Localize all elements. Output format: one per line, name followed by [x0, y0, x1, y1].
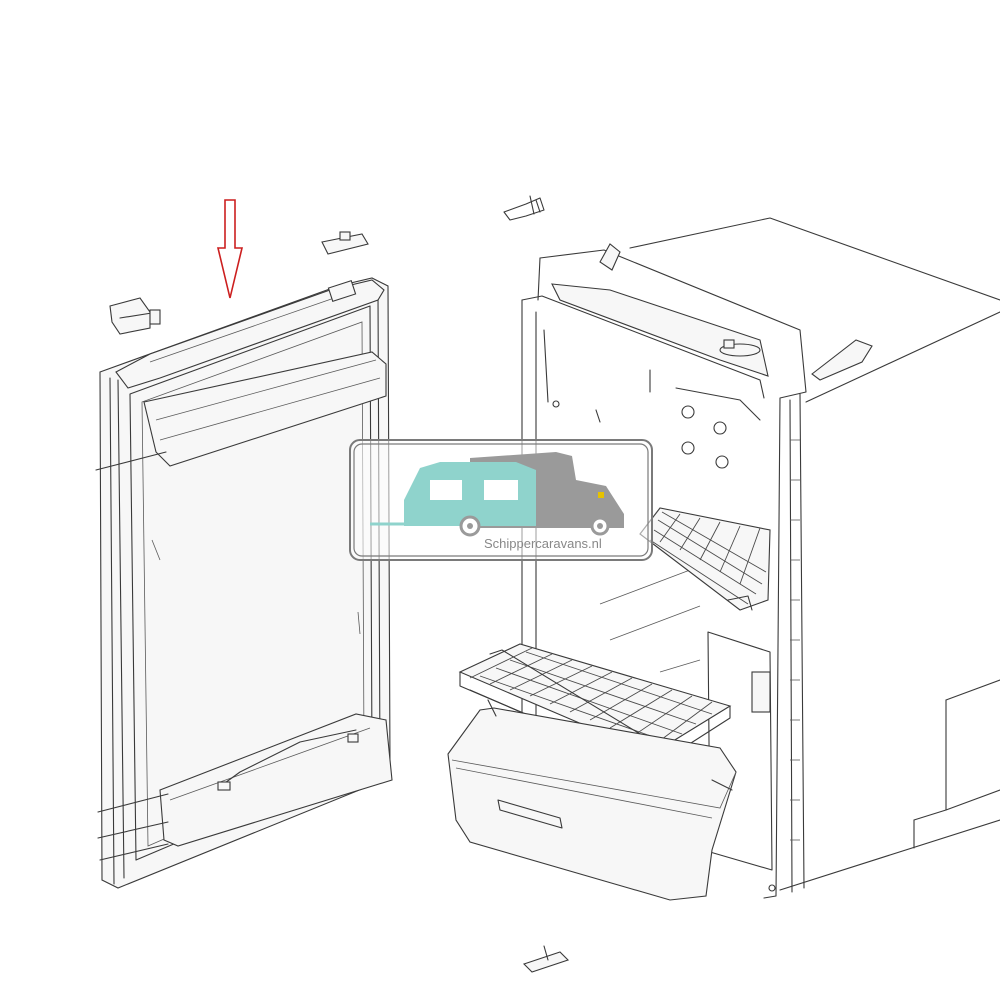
- door-bottom-bin: [97, 713, 393, 861]
- door-upper-shelf: [95, 351, 387, 471]
- bottom-hinge: [522, 945, 570, 973]
- watermark-logo: Schippercaravans.nl: [349, 439, 653, 561]
- door-top-trim: [115, 279, 385, 389]
- crisper-drawer: [447, 699, 737, 901]
- cabinet-top-hinge: [503, 195, 545, 221]
- indicator-arrow: [216, 199, 244, 299]
- fridge-cabinet: [521, 217, 1000, 899]
- top-hinge-right: [321, 231, 369, 255]
- caravan-icon: [404, 462, 536, 526]
- freezer-wire-shelf: [639, 507, 771, 611]
- watermark-text: Schippercaravans.nl: [484, 536, 602, 551]
- top-hinge-left: [109, 297, 161, 335]
